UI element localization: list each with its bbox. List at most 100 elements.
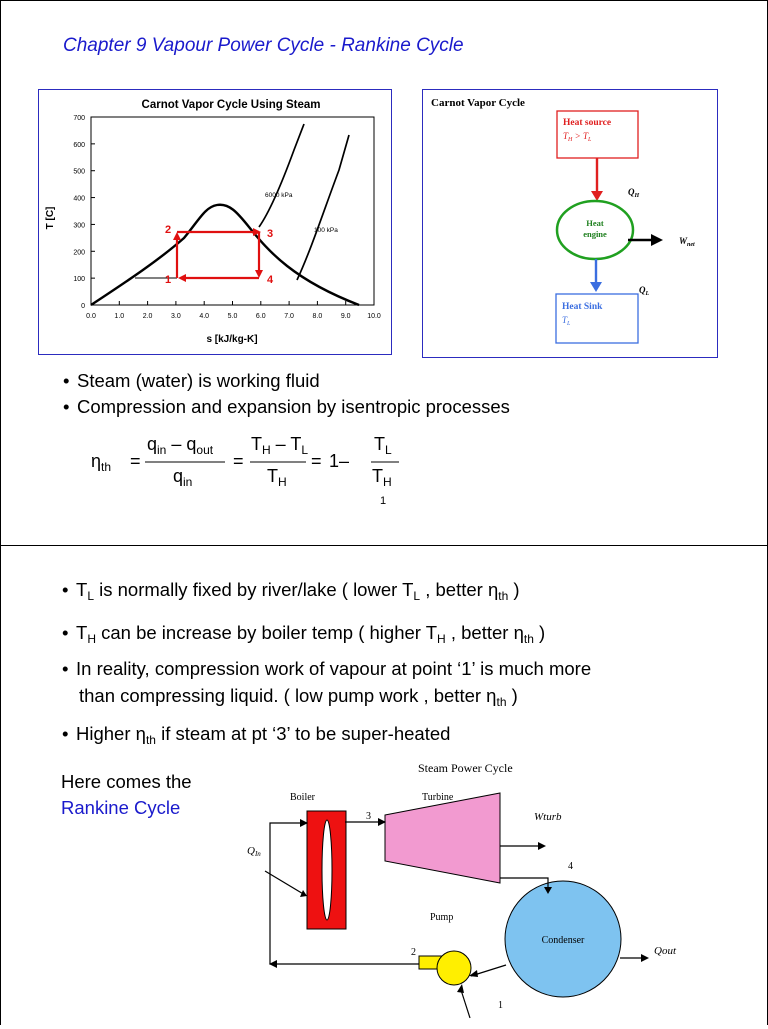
t-symbol: T: [76, 622, 88, 643]
tl-sub: L: [301, 443, 308, 457]
equation-svg: ηth = qin – qout qin = TH – TL TH = 1– T…: [91, 434, 399, 489]
steam-power-cycle-diagram: Steam Power Cycle Boiler Turbine Pump Co…: [232, 753, 682, 1024]
bullet-text: Steam (water) is working fluid: [77, 370, 320, 391]
th-den-3: T: [372, 466, 383, 486]
arrow-4-1: [178, 274, 186, 282]
t-symbol: T: [76, 579, 88, 600]
y-tick-label: 400: [73, 196, 85, 203]
qin-sub: In: [254, 850, 261, 858]
q-out-sub: out: [196, 443, 213, 457]
qout-sub: out: [662, 945, 677, 957]
arrow-2-3: [253, 228, 261, 236]
isobar-6000kpa: [258, 123, 305, 228]
condenser: [504, 880, 622, 998]
eq-eta: ηth: [91, 451, 111, 474]
isobar-low-label: 100 kPa: [314, 227, 338, 234]
y-tick-label: 700: [73, 115, 85, 122]
heat-engine-label-1: Heat: [586, 218, 604, 228]
eq-den-3: TH: [372, 466, 392, 489]
rankine-cycle-text: Rankine Cycle: [61, 797, 181, 818]
arrow-wturb: [538, 842, 546, 850]
eta-sub: th: [496, 695, 507, 709]
t-sub-2: L: [413, 589, 421, 603]
piping: [264, 821, 642, 1019]
wturb-label: Wturb: [534, 811, 562, 823]
carnot-diagram-panel: Carnot Vapor Cycle Heat source TH > TL Q…: [422, 89, 718, 358]
bullet-dot: •: [63, 396, 70, 417]
tl: T: [290, 434, 301, 454]
eta: η: [91, 451, 101, 471]
eta-sub: th: [101, 460, 111, 474]
heat-sink-label: Heat Sink: [562, 302, 603, 312]
heat-sink-temp: TL: [562, 315, 571, 327]
minus-2: –: [271, 434, 291, 454]
x-tick-label: 10.0: [367, 313, 381, 320]
eq-num-2: TH – TL: [251, 434, 308, 457]
arrow-into-condenser: [544, 887, 552, 894]
pipe-2: [269, 822, 419, 965]
eq-equals-1: =: [130, 451, 141, 471]
isobar-high-label: 6000 kPa: [265, 192, 293, 199]
eq-one: 1–: [329, 451, 349, 471]
cycle-svg: Steam Power Cycle Boiler Turbine Pump Co…: [247, 761, 677, 1019]
arrowheads: [269, 818, 649, 993]
ql-arrowhead: [590, 282, 602, 292]
bullet-line-1: In reality, compression work of vapour a…: [76, 658, 592, 679]
y-tick-label: 600: [73, 142, 85, 149]
minus-3: –: [339, 451, 349, 471]
point-3-label: 3: [267, 228, 273, 240]
x-tick-label: 2.0: [143, 313, 153, 320]
pump-label: Pump: [430, 912, 453, 923]
bullet-isentropic: •Compression and expansion by isentropic…: [63, 396, 510, 418]
bullet-text-a: Higher η: [76, 723, 146, 744]
wnet-sub: net: [687, 242, 695, 248]
bullet-dot: •: [62, 723, 69, 744]
ql-label: QL: [639, 285, 650, 297]
qout-label: Qout: [654, 945, 677, 957]
heat-source-label: Heat source: [563, 118, 611, 128]
y-axis-label: T [C]: [45, 207, 56, 230]
state-1-label: 1: [498, 1000, 503, 1011]
th: T: [251, 434, 262, 454]
x-tick-label: 0.0: [86, 313, 96, 320]
eta-sub: th: [523, 632, 534, 646]
bullet-dot: •: [63, 370, 70, 391]
x-tick-label: 9.0: [341, 313, 351, 320]
bullet-th-boiler: •TH can be increase by boiler temp ( hig…: [62, 622, 545, 646]
eq-num-3: TL: [374, 434, 392, 457]
arrow-1-2: [173, 232, 181, 240]
bullet-text-b: is normally fixed by river/lake ( lower …: [94, 579, 414, 600]
y-tick-label: 200: [73, 249, 85, 256]
t-sub: L: [87, 589, 94, 603]
bullet-text-b: can be increase by boiler temp ( higher …: [95, 622, 438, 643]
t-sub: H: [87, 632, 96, 646]
y-tick-label: 500: [73, 169, 85, 176]
q-out: q: [186, 434, 196, 454]
arrow-pump-work: [457, 984, 464, 993]
qin-label: QIn: [247, 845, 261, 858]
qin-q: Q: [247, 845, 255, 857]
pump-work-line: [460, 989, 471, 1019]
state-3-label: 3: [366, 811, 371, 822]
x-tick-label: 1.0: [114, 313, 124, 320]
qh-sub: H: [634, 193, 640, 199]
arrow-qout: [641, 954, 649, 962]
ts-chart: Carnot Vapor Cycle Using Steam 010020030…: [45, 99, 381, 345]
bullet-super-heated: •Higher ηth if steam at pt ‘3’ to be sup…: [62, 723, 450, 747]
qh-q: Q: [628, 187, 635, 197]
eta-sub: th: [145, 733, 156, 747]
q-in-den-sub: in: [183, 475, 192, 489]
qh-arrowhead: [591, 191, 603, 201]
y-tick-label: 300: [73, 222, 85, 229]
sink-t: T: [562, 315, 568, 325]
y-tick-label: 0: [81, 303, 85, 310]
point-1-label: 1: [165, 274, 171, 286]
eq-equals-2: =: [233, 451, 244, 471]
bullet-compression-work: •In reality, compression work of vapour …: [62, 658, 591, 680]
arrow-into-turbine: [378, 818, 386, 826]
slide-title: Chapter 9 Vapour Power Cycle - Rankine C…: [63, 35, 464, 56]
ql-sub: L: [645, 291, 650, 297]
tl-t: T: [583, 131, 589, 141]
